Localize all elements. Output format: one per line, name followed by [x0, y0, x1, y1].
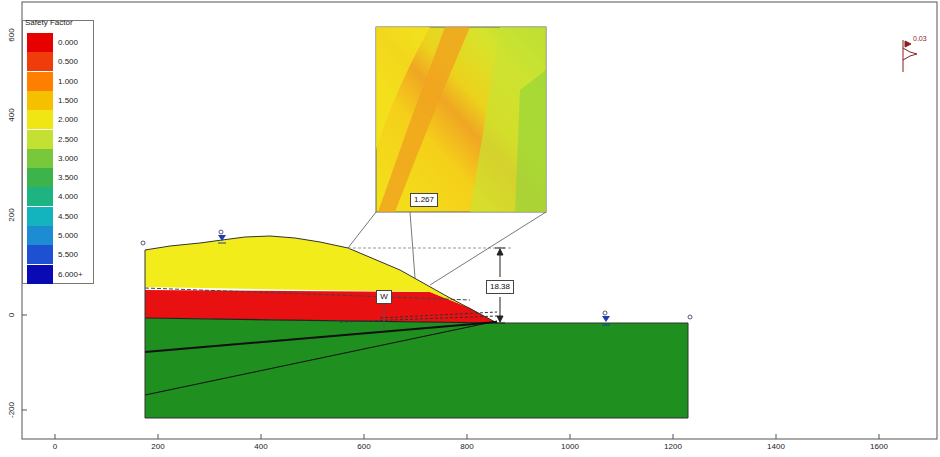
legend-row: 3.500: [27, 168, 93, 187]
legend-label: 3.500: [58, 173, 78, 182]
legend-row: 5.000: [27, 226, 93, 245]
legend-row: 0.500: [27, 52, 93, 71]
legend-label: 5.500: [58, 250, 78, 259]
plot-frame: [22, 2, 937, 439]
vertex-points: [141, 230, 692, 319]
axis-label: 1200: [664, 443, 682, 451]
axis-label: 200: [151, 443, 164, 451]
axis-label: 0: [8, 313, 16, 317]
axis-label: 600: [357, 443, 370, 451]
color-swatch: [27, 245, 53, 264]
axis-label: 200: [8, 208, 16, 221]
legend-label: 4.000: [58, 192, 78, 201]
legend-row: 3.000: [27, 149, 93, 168]
legend-row: 4.000: [27, 187, 93, 206]
legend-label: 5.000: [58, 231, 78, 240]
legend-label: 2.500: [58, 135, 78, 144]
legend-label: 1.000: [58, 77, 78, 86]
marker-callout: W: [376, 290, 392, 304]
factor-callout: 1.267: [410, 193, 438, 207]
axis-label: 1400: [767, 443, 785, 451]
legend-label: 4.500: [58, 212, 78, 221]
color-swatch: [27, 130, 53, 149]
color-swatch: [27, 33, 53, 52]
axis-label: -200: [8, 402, 16, 418]
color-swatch: [27, 207, 53, 226]
callout-text: 18.38: [490, 282, 510, 291]
legend-row: 4.500: [27, 207, 93, 226]
scale-value: 0.03: [913, 35, 927, 42]
base-layer: [145, 318, 688, 418]
color-swatch: [27, 187, 53, 206]
axis-label: 1600: [870, 443, 888, 451]
upper-layer: [145, 236, 470, 308]
color-swatch: [27, 226, 53, 245]
color-swatch: [27, 91, 53, 110]
marker-leader: [384, 303, 385, 330]
legend-label: 1.500: [58, 96, 78, 105]
color-swatch: [27, 149, 53, 168]
legend-label: 2.000: [58, 115, 78, 124]
axis-label: 400: [8, 108, 16, 121]
color-swatch: [27, 72, 53, 91]
axis-label: 600: [8, 28, 16, 41]
dimension-label: 18.38: [486, 280, 514, 294]
legend: 0.000 0.500 1.000 1.500 2.000 2.500 3.000 3.500…: [22, 20, 94, 284]
color-swatch: [27, 168, 53, 187]
legend-row: 6.000+: [27, 265, 93, 284]
legend-row: 2.500: [27, 130, 93, 149]
layer-boundaries: [145, 236, 688, 418]
legend-label: 6.000+: [58, 270, 83, 279]
color-swatch: [27, 52, 53, 71]
color-swatch: [27, 110, 53, 129]
legend-row: 5.500: [27, 245, 93, 264]
color-swatch: [27, 265, 53, 284]
legend-label: 3.000: [58, 154, 78, 163]
axis-label: 800: [460, 443, 473, 451]
legend-row: 0.000: [27, 33, 93, 52]
legend-title: Safety Factor: [25, 19, 73, 27]
legend-label: 0.000: [58, 38, 78, 47]
water-table-marker: [218, 235, 610, 325]
legend-label: 0.500: [58, 57, 78, 66]
scale-symbol: [903, 40, 917, 72]
axis-label: 0: [53, 443, 57, 451]
legend-row: 2.000: [27, 110, 93, 129]
legend-row: 1.000: [27, 72, 93, 91]
zoom-inset: [348, 27, 546, 285]
legend-row: 1.500: [27, 91, 93, 110]
callout-text: W: [380, 292, 388, 301]
callout-text: 1.267: [414, 195, 434, 204]
axis-label: 400: [254, 443, 267, 451]
axis-label: 1000: [561, 443, 579, 451]
